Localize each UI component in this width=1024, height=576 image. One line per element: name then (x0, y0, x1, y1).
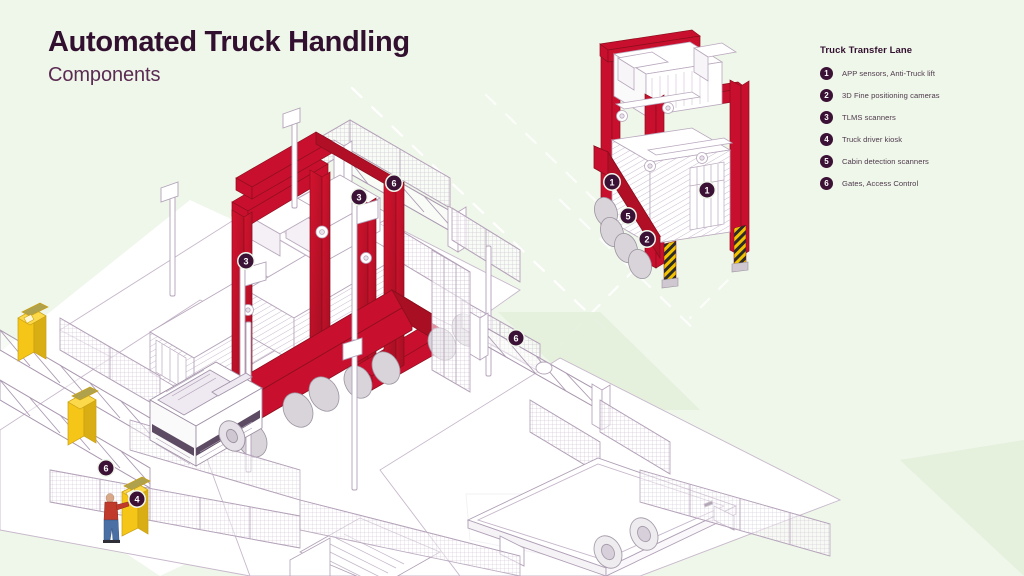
legend-badge-2: 2 (820, 89, 833, 102)
legend-item-2[interactable]: 2 3D Fine positioning cameras (820, 89, 990, 102)
legend-badge-4: 4 (820, 133, 833, 146)
legend-label-2: 3D Fine positioning cameras (842, 91, 940, 100)
scene-badge-6[interactable]: 6 (98, 460, 114, 476)
scene-badge-3[interactable]: 3 (351, 189, 367, 205)
legend-label-1: APP sensors, Anti-Truck lift (842, 69, 935, 78)
legend-panel: Truck Transfer Lane 1 APP sensors, Anti-T… (820, 45, 990, 199)
page-title: Automated Truck Handling (48, 26, 410, 58)
fence-bottom (299, 469, 831, 576)
scene-badge-1[interactable]: 1 (699, 182, 715, 198)
scene-badge-4[interactable]: 4 (129, 491, 145, 507)
legend-label-4: Truck driver kiosk (842, 135, 903, 144)
scene-badge-3[interactable]: 3 (238, 253, 254, 269)
scene-badge-6[interactable]: 6 (386, 175, 402, 191)
legend-item-5[interactable]: 5 Cabin detection scanners (820, 155, 990, 168)
truck-cab (149, 361, 263, 467)
legend-label-3: TLMS scanners (842, 113, 896, 122)
legend-badge-1: 1 (820, 67, 833, 80)
legend-badge-5: 5 (820, 155, 833, 168)
legend-item-4[interactable]: 4 Truck driver kiosk (820, 133, 990, 146)
legend-title: Truck Transfer Lane (820, 45, 913, 56)
light-masts (160, 107, 492, 491)
straddle-carrier-inset (592, 29, 750, 289)
legend-item-3[interactable]: 3 TLMS scanners (820, 111, 990, 124)
fence-middle (461, 299, 671, 475)
legend-list: 1 APP sensors, Anti-Truck lift 2 3D Fine po… (820, 67, 990, 190)
legend-label-5: Cabin detection scanners (842, 157, 929, 166)
worker-figure (103, 493, 130, 543)
legend-badge-6: 6 (820, 177, 833, 190)
fence-left (0, 317, 301, 549)
legend-label-6: Gates, Access Control (842, 179, 919, 188)
scene-badge-5[interactable]: 5 (620, 208, 636, 224)
page-heading: Automated Truck Handling Components (48, 26, 410, 87)
page-subtitle: Components (48, 64, 161, 87)
scene-badge-6[interactable]: 6 (508, 330, 524, 346)
legend-item-6[interactable]: 6 Gates, Access Control (820, 177, 990, 190)
legend-item-1[interactable]: 1 APP sensors, Anti-Truck lift (820, 67, 990, 80)
scene-badge-1[interactable]: 1 (604, 174, 620, 190)
legend-badge-3: 3 (820, 111, 833, 124)
fence-right-vertical (431, 249, 471, 393)
scene-badge-2[interactable]: 2 (639, 231, 655, 247)
